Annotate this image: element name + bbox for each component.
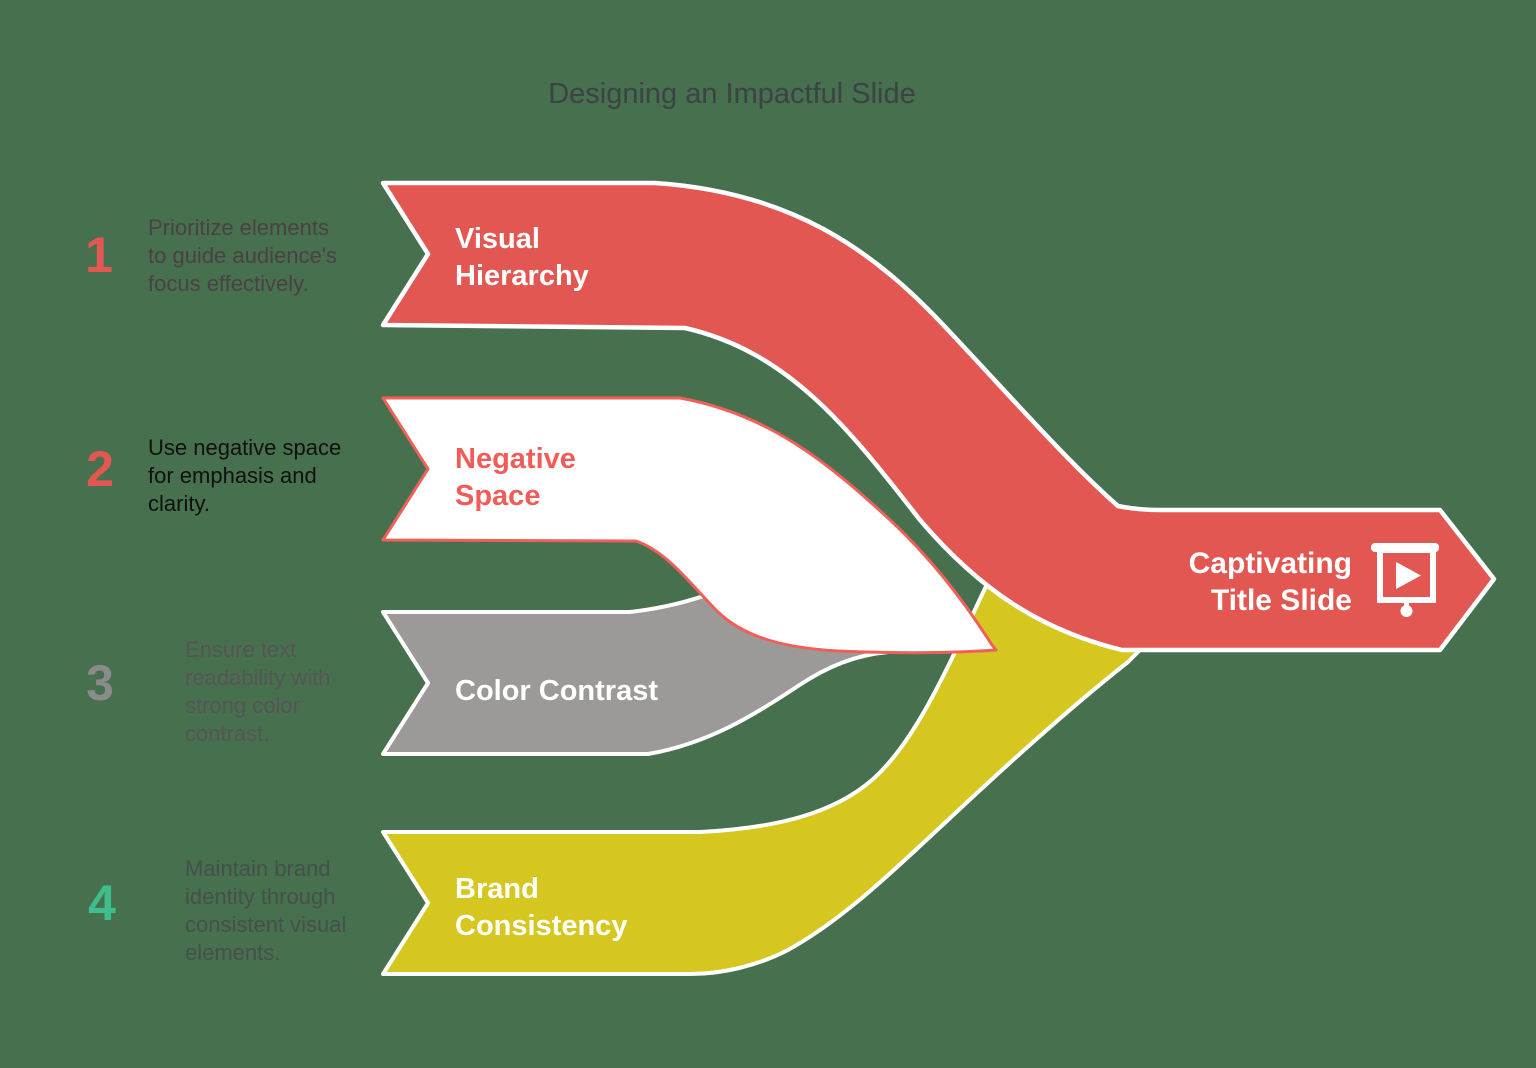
ribbon-1-label-line: Hierarchy	[455, 260, 589, 292]
step-2-description-line: for emphasis and	[148, 463, 317, 488]
step-4-number: 4	[88, 875, 116, 931]
step-1-description-line: Prioritize elements	[148, 215, 329, 240]
step-1-description-line: to guide audience's	[148, 243, 337, 268]
ribbon-4-brand-consistency-shape	[381, 548, 1142, 976]
ribbon-3-label-line: Color Contrast	[455, 675, 658, 707]
step-2-description-line: Use negative space	[148, 435, 341, 460]
ribbon-4-label-line: Brand	[455, 873, 539, 905]
output-label-line: Title Slide	[1211, 584, 1352, 617]
output-label-line: Captivating	[1189, 547, 1352, 580]
step-3-description-line: readability with	[185, 665, 331, 690]
step-4-description-line: consistent visual	[185, 912, 346, 937]
page-title: Designing an Impactful Slide	[548, 78, 916, 110]
step-4-description-line: identity through	[185, 884, 335, 909]
screen-stand-dot	[1400, 605, 1413, 617]
presentation-play-icon	[1371, 543, 1439, 617]
step-1-number: 1	[85, 227, 113, 283]
screen-stand-stem	[1404, 600, 1409, 608]
ribbon-2-negative-space-shape	[381, 396, 998, 655]
ribbon-1-label-line: Visual	[455, 223, 540, 255]
step-1-description-line: focus effectively.	[148, 271, 309, 296]
step-4-description-line: elements.	[185, 940, 280, 965]
ribbon-4-label-line: Consistency	[455, 910, 627, 942]
ribbon-2-label-line: Negative	[455, 443, 576, 475]
step-3-description-line: strong color	[185, 693, 300, 718]
step-4-description-line: Maintain brand	[185, 856, 331, 881]
play-triangle-icon	[1396, 562, 1421, 589]
flow-1-and-output-arrow-shape	[380, 180, 1497, 653]
step-2-description-line: clarity.	[148, 491, 210, 516]
step-3-number: 3	[86, 655, 114, 711]
step-3-description-line: Ensure text	[185, 637, 296, 662]
step-3-description-line: contrast.	[185, 721, 269, 746]
ribbon-2-label-line: Space	[455, 480, 540, 512]
step-2-number: 2	[86, 441, 114, 497]
